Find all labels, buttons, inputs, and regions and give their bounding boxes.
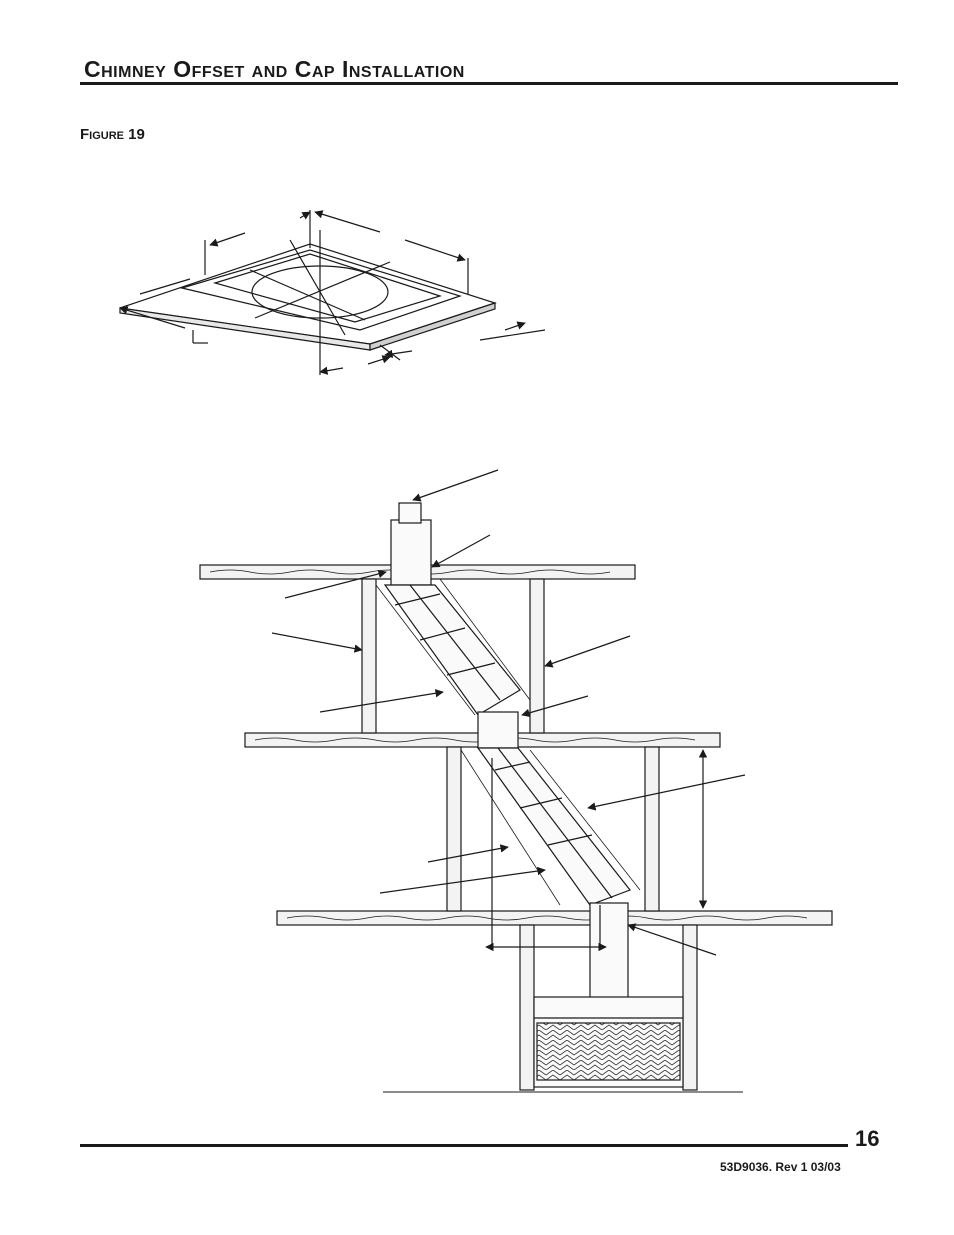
lower-floor bbox=[276, 910, 833, 926]
document-id: 53D9036. Rev 1 03/03 bbox=[720, 1160, 841, 1174]
installation-section bbox=[199, 469, 833, 1093]
figure-label: Figure 19 bbox=[80, 126, 145, 143]
page-number: 16 bbox=[855, 1126, 880, 1151]
title-rule bbox=[80, 82, 898, 85]
firestop-spacer-drawing bbox=[119, 210, 546, 375]
chimney-pipe-top bbox=[390, 519, 432, 586]
page-title: Chimney Offset and Cap Installation bbox=[84, 56, 465, 82]
footer-rule bbox=[80, 1144, 848, 1147]
